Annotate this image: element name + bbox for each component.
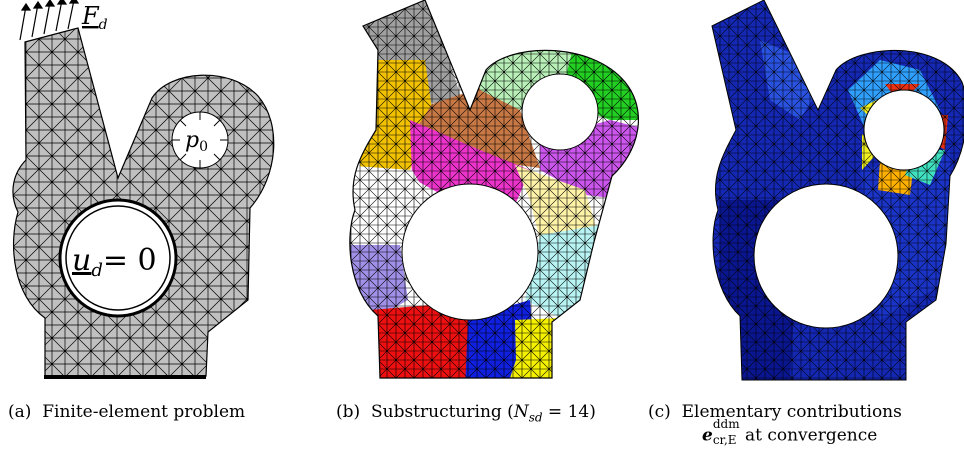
panel-c-small-hole <box>863 89 945 171</box>
panel-b <box>349 0 639 379</box>
displacement-label: ud= 0 <box>72 243 157 281</box>
pressure-label: p0 <box>185 128 208 155</box>
panel-a-mesh <box>12 27 275 377</box>
fixed-hole: ud= 0 <box>58 198 178 318</box>
caption-c-line1: (c) Elementary contributions <box>648 402 902 422</box>
panel-c-large-hole <box>753 183 899 329</box>
caption-a: (a) Finite-element problem <box>8 402 246 422</box>
panel-c-outline <box>711 0 964 381</box>
force-label: Fd <box>81 2 108 33</box>
base-support <box>44 375 206 379</box>
caption-c-line2: e ddm cr,E at convergence <box>702 417 878 447</box>
panel-a: p0 ud= 0 Fd <box>12 0 275 379</box>
caption-b: (b) Substructuring (Nsd = 14) <box>336 402 596 425</box>
panel-c <box>711 0 964 381</box>
force-arrows <box>19 0 80 41</box>
panel-b-small-hole <box>521 73 599 151</box>
panel-b-large-hole <box>401 183 539 321</box>
pressure-hole: p0 <box>171 111 229 169</box>
panel-b-outline <box>349 0 639 379</box>
